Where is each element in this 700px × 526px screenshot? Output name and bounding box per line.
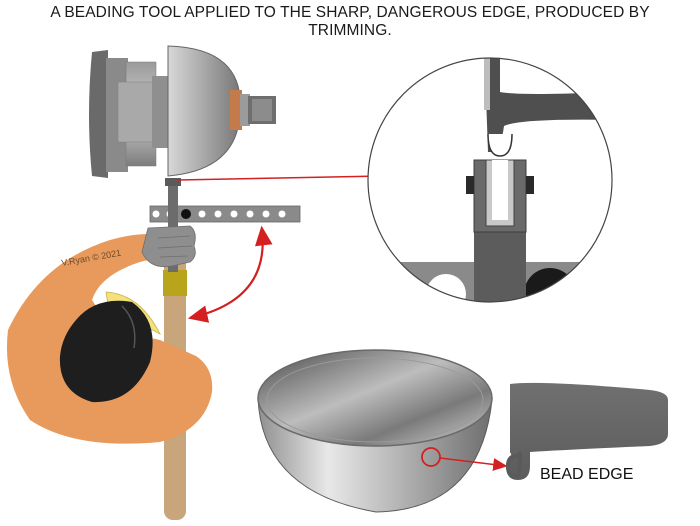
- operator: V.Ryan © 2021: [6, 225, 213, 444]
- head: [59, 300, 153, 403]
- headstock: [89, 50, 108, 178]
- diagram-title: A BEADING TOOL APPLIED TO THE SHARP, DAN…: [0, 4, 700, 40]
- spun-dome: [167, 45, 241, 177]
- bead-pointer-arrow: [439, 457, 508, 471]
- pointer-arrow: [177, 169, 384, 183]
- bowl-rim: [257, 349, 493, 447]
- title-line-1: A BEADING TOOL APPLIED TO THE SHARP, DAN…: [50, 4, 650, 21]
- movement-arrow: [187, 225, 273, 323]
- handle-ferrule: [163, 270, 187, 296]
- bead-highlight-circle: [421, 447, 441, 467]
- title-line-2: TRIMMING.: [308, 22, 392, 39]
- bead-edge-label: BEAD EDGE: [540, 466, 633, 483]
- lathe-assembly: [89, 45, 276, 178]
- workpiece-edge: [484, 58, 612, 152]
- tool-shaft-detail: [474, 230, 526, 302]
- finished-bowl: [257, 349, 508, 513]
- detail-view: [367, 57, 613, 303]
- bead-edge-section: BEAD EDGE: [505, 382, 668, 483]
